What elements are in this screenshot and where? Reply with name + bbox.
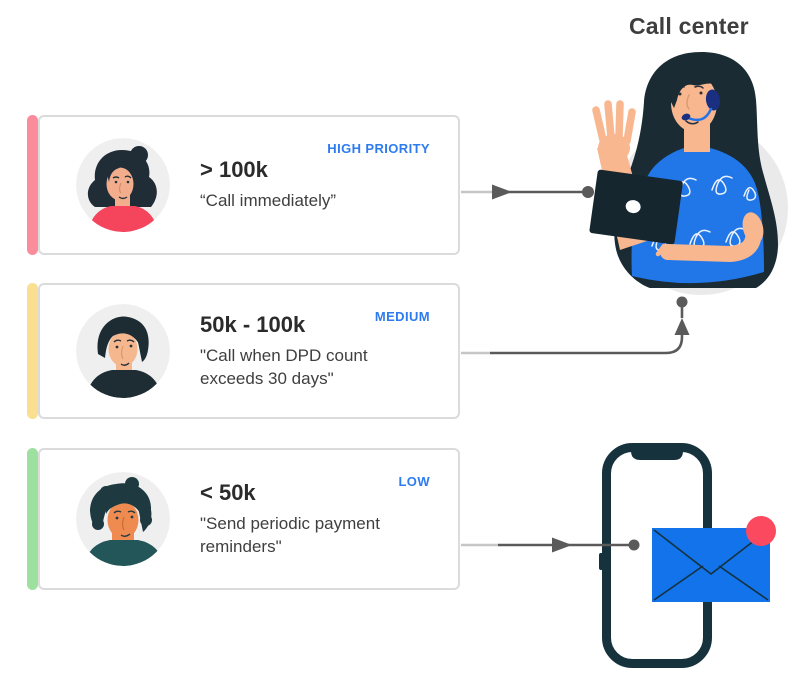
face	[671, 74, 717, 132]
man-avatar-icon	[76, 304, 170, 398]
man-curly-avatar-icon	[76, 472, 170, 566]
neck	[684, 116, 710, 152]
arrow-high-to-call-center	[461, 184, 594, 200]
avatar	[76, 472, 170, 566]
call-center-title: Call center	[629, 13, 749, 39]
eye	[678, 92, 682, 96]
shirt-squiggle-pattern	[640, 175, 757, 251]
smartphone-icon	[599, 443, 712, 668]
card-accent-1	[27, 283, 38, 419]
card-accent-0	[27, 115, 38, 255]
action-quote: "Call when DPD count exceeds 30 days"	[200, 346, 368, 388]
card-accent-2	[27, 448, 38, 590]
hand-fingers	[655, 243, 675, 259]
priority-card-high: > 100k “Call immediately” HIGH PRIORITY	[38, 115, 460, 255]
headset-icon	[681, 89, 721, 122]
priority-badge-low: LOW	[398, 474, 430, 489]
phone-frame	[602, 443, 712, 668]
neck-shadow	[684, 116, 710, 128]
waving-hand-icon	[592, 100, 650, 250]
hair-front	[670, 57, 737, 110]
arm	[742, 212, 764, 244]
amount-threshold: 50k - 100k	[200, 312, 306, 338]
amount-threshold: > 100k	[200, 157, 268, 183]
priority-card-low: < 50k "Send periodic payment reminders" …	[38, 448, 460, 590]
priority-badge-medium: MEDIUM	[374, 309, 430, 324]
priority-badge-high: HIGH PRIORITY	[327, 141, 430, 156]
woman-avatar-icon	[76, 138, 170, 232]
holding-forearm	[660, 220, 762, 263]
laptop-icon	[589, 169, 683, 245]
facial-features	[675, 85, 704, 125]
avatar	[76, 304, 170, 398]
notification-dot-icon	[746, 516, 776, 546]
blue-shirt	[631, 148, 764, 284]
backdrop-circle	[614, 121, 788, 295]
amount-threshold: < 50k	[200, 480, 256, 506]
arrow-low-to-phone	[461, 537, 640, 553]
hair-back	[614, 52, 778, 288]
action-quote: "Send periodic payment reminders"	[200, 514, 380, 556]
email-envelope-icon	[652, 528, 770, 602]
call-center-agent-illustration	[589, 52, 788, 295]
action-quote: “Call immediately”	[200, 191, 337, 211]
phone-notch	[631, 446, 683, 460]
priority-card-medium: 50k - 100k "Call when DPD count exceeds …	[38, 283, 460, 419]
phone-side-button	[599, 553, 604, 570]
avatar	[76, 138, 170, 232]
arrow-medium-to-call-center	[461, 296, 690, 355]
eye	[699, 91, 703, 95]
